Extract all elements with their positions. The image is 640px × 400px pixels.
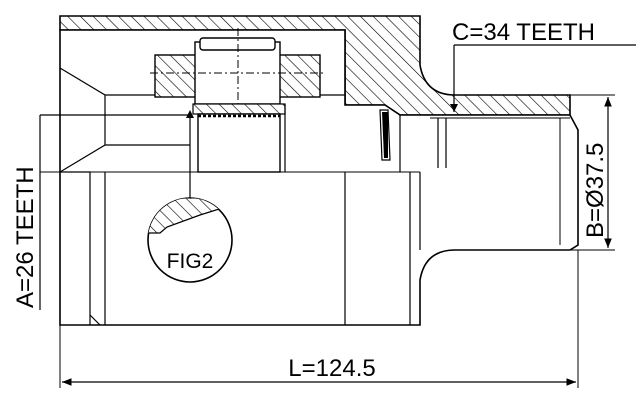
b-diameter-label: B=Ø37.5 [582,143,609,238]
fig2-callout: FIG2 [40,110,233,283]
fig2-label: FIG2 [167,250,214,273]
dim-a: A=26 TEETH [12,115,41,310]
dim-b: B=Ø37.5 [570,94,615,251]
c-teeth-label: C=34 TEETH [452,19,595,46]
length-label: L=124.5 [288,355,375,382]
spider-assembly [150,28,325,173]
a-teeth-label: A=26 TEETH [12,166,39,308]
dim-l: L=124.5 [59,250,579,388]
dim-c: C=34 TEETH [450,19,636,112]
